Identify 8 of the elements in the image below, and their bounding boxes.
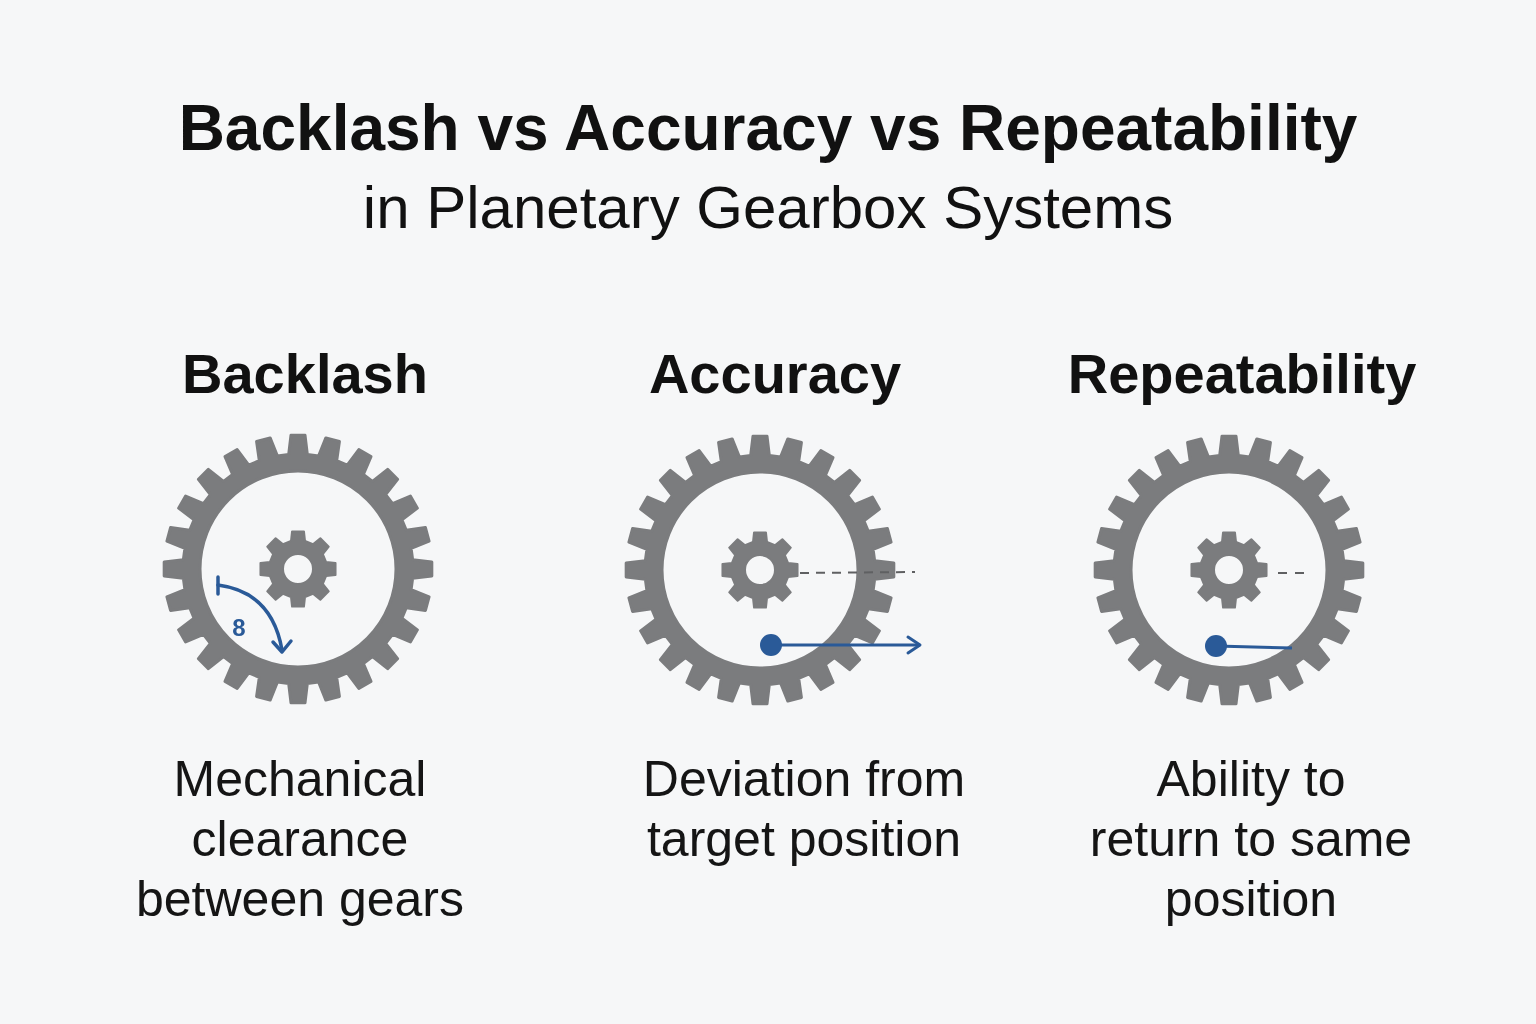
section-heading: Repeatability [1066,342,1418,406]
section-heading: Accuracy [647,342,903,406]
angle-label: 8 [231,614,247,642]
description-text: Deviation from target position [641,750,967,869]
title: Backlash vs Accuracy vs Repeatability in Planetary Gearbox Systems [177,91,1359,243]
description-text: Ability to return to same position [1088,750,1414,929]
description-text: Mechanical clearance between gears [135,750,465,929]
section-heading: Backlash [181,342,429,406]
